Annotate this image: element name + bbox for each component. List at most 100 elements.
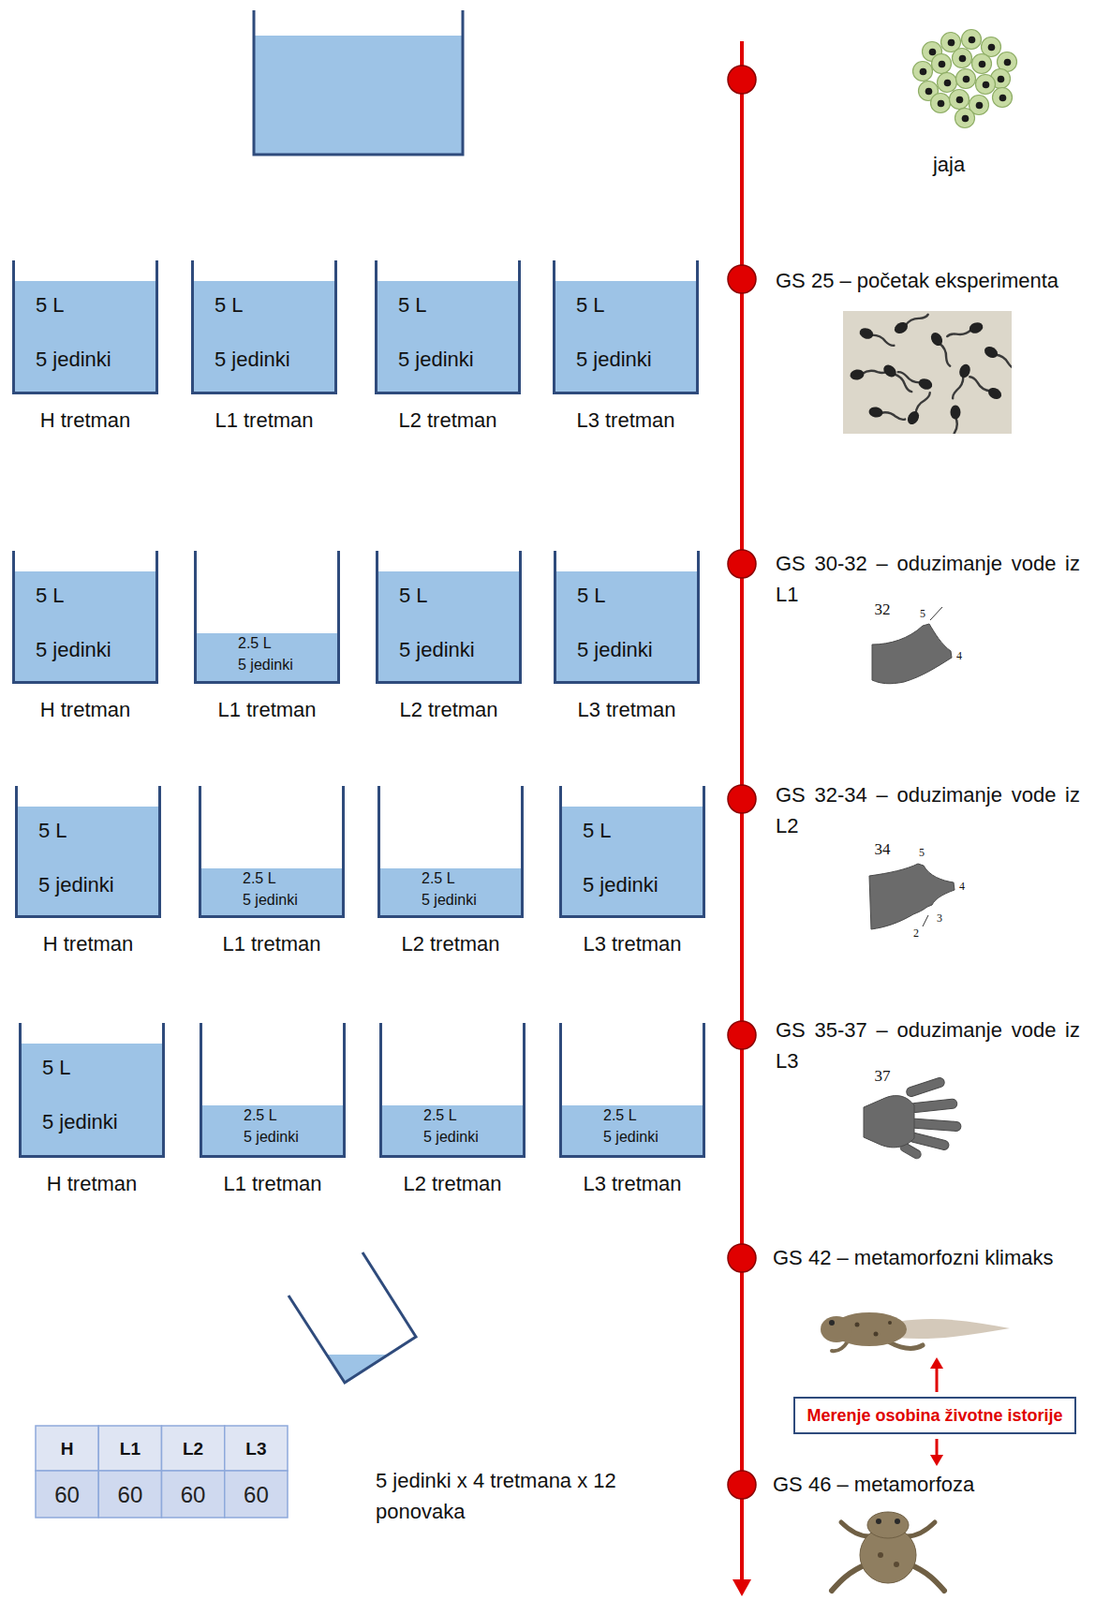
volume-label: 2.5 L: [237, 634, 272, 652]
volume-label: 5 L: [42, 1055, 72, 1081]
summary-table: [35, 1425, 288, 1518]
count-label: 5 jedinki: [576, 347, 652, 372]
treatment-label: H tretman: [40, 697, 132, 723]
egg-cluster: [992, 88, 1013, 108]
treatment-label: L1 tretman: [222, 932, 321, 957]
tadpole-photo: [843, 308, 1020, 443]
timeline-dot: [727, 1470, 756, 1499]
tadpole-photo: [858, 325, 897, 349]
treatment-label: L2 tretman: [398, 408, 497, 433]
volume-label: 2.5 L: [243, 1106, 278, 1125]
count-label: 5 jedinki: [421, 890, 477, 909]
volume-label: 5 L: [35, 293, 65, 318]
tadpole-photo: [928, 330, 956, 369]
count-label: 5 jedinki: [42, 1110, 119, 1135]
froglet-metamorphosed: [867, 1511, 909, 1539]
timeline-dot: [727, 784, 756, 814]
egg-cluster: [913, 61, 933, 82]
stage-label: GS 30-32 – oduzimanje vode iz L1: [775, 547, 1081, 610]
egg-cluster: [931, 93, 951, 114]
limb-bud-34: [922, 915, 929, 927]
count-label: 5 jedinki: [582, 873, 659, 898]
froglet-metamorphosed: [906, 1522, 935, 1537]
tadpole-photo: [868, 405, 907, 423]
egg-cluster: [972, 54, 992, 74]
tadpole-photo: [881, 362, 917, 395]
water-container: 5 L5 jedinkiL3 tretman: [559, 785, 706, 918]
stage-label: GS 32-34 – oduzimanje vode iz L2: [775, 779, 1081, 842]
stage-label: GS 25 – početak eksperimenta: [775, 268, 1059, 294]
stage-label: jaja: [932, 152, 965, 178]
summary-table: [35, 1470, 99, 1518]
treatment-label: H tretman: [43, 932, 134, 957]
timeline-dot: [727, 65, 756, 1499]
treatment-label: L3 tretman: [582, 1171, 681, 1197]
volume-label: 2.5 L: [423, 1106, 458, 1125]
froglet-metamorphosed: [893, 1561, 900, 1568]
summary-table: [224, 1425, 288, 1471]
timeline-dot: [727, 1021, 756, 1050]
tadpole-photo: [946, 320, 985, 343]
timeline-dot: [727, 1243, 756, 1273]
limb-bud-32: [872, 623, 952, 684]
measurement-arrow: [930, 1357, 944, 1369]
treatment-label: L3 tretman: [582, 932, 681, 957]
stock-beaker: [253, 35, 463, 155]
stage-number: 34: [874, 840, 891, 859]
timeline-dot: [727, 265, 756, 294]
measurement-arrow: [935, 1366, 939, 1392]
volume-label: 5 L: [214, 293, 244, 318]
treatment-label: L2 tretman: [402, 1171, 502, 1197]
replicate-note: 5 jedinki x 4 tretmana x 12 ponovaka: [375, 1465, 648, 1527]
egg-cluster: [913, 29, 1018, 129]
froglet-climax: [888, 1320, 892, 1325]
volume-label: 2.5 L: [603, 1106, 637, 1125]
tadpole-photo: [895, 369, 934, 392]
table-cell: 60: [243, 1480, 269, 1509]
foot-37: [910, 1118, 962, 1132]
treatment-label: L1 tretman: [217, 697, 316, 723]
volume-label: 5 L: [399, 583, 429, 608]
egg-cluster: [952, 48, 973, 69]
table-header: L2: [182, 1437, 204, 1460]
summary-table: [35, 1425, 99, 1471]
stage-number: 37: [874, 1066, 891, 1086]
limb-bud-34: [869, 863, 955, 930]
summary-table: [162, 1425, 225, 1471]
treatment-label: L1 tretman: [214, 408, 313, 433]
froglet-metamorphosed: [875, 1518, 882, 1525]
froglet-metamorphosed: [841, 1522, 870, 1537]
measurement-arrow: [935, 1438, 939, 1456]
volume-label: 5 L: [38, 818, 68, 844]
volume-label: 5 L: [582, 818, 612, 844]
egg-cluster: [962, 29, 982, 50]
tadpole-photo: [949, 362, 973, 401]
count-label: 5 jedinki: [398, 347, 474, 372]
egg-cluster: [949, 89, 970, 110]
count-label: 5 jedinki: [399, 637, 475, 663]
water-container: 5 L5 jedinkiL2 tretman: [375, 550, 522, 684]
limb-bud-32: [930, 606, 943, 621]
water-container: 2.5 L5 jedinkiL1 tretman: [198, 785, 345, 918]
limb-bud-32: [872, 606, 952, 684]
table-header: L1: [119, 1437, 141, 1460]
timeline-arrow: [732, 1579, 752, 1597]
tadpole-photo: [904, 389, 933, 428]
foot-37: [909, 1098, 958, 1113]
tadpole-photo: [950, 405, 962, 435]
table-cell: 60: [118, 1480, 144, 1509]
treatment-label: H tretman: [40, 408, 132, 433]
stock-beaker: [253, 10, 463, 155]
table-header: L3: [245, 1437, 267, 1460]
limb-bud-34: [869, 863, 955, 930]
froglet-metamorphosed: [909, 1564, 945, 1591]
table-cell: 60: [180, 1480, 207, 1509]
froglet-metamorphosed: [894, 1518, 901, 1525]
water-container: 2.5 L5 jedinkiL1 tretman: [199, 1022, 346, 1158]
treatment-label: L3 tretman: [576, 408, 675, 433]
summary-table: [98, 1425, 162, 1471]
count-label: 5 jedinki: [423, 1127, 479, 1146]
water-container: 5 L5 jedinkiH tretman: [14, 785, 162, 918]
count-label: 5 jedinki: [243, 1127, 299, 1146]
measurement-arrow: [930, 1454, 944, 1466]
